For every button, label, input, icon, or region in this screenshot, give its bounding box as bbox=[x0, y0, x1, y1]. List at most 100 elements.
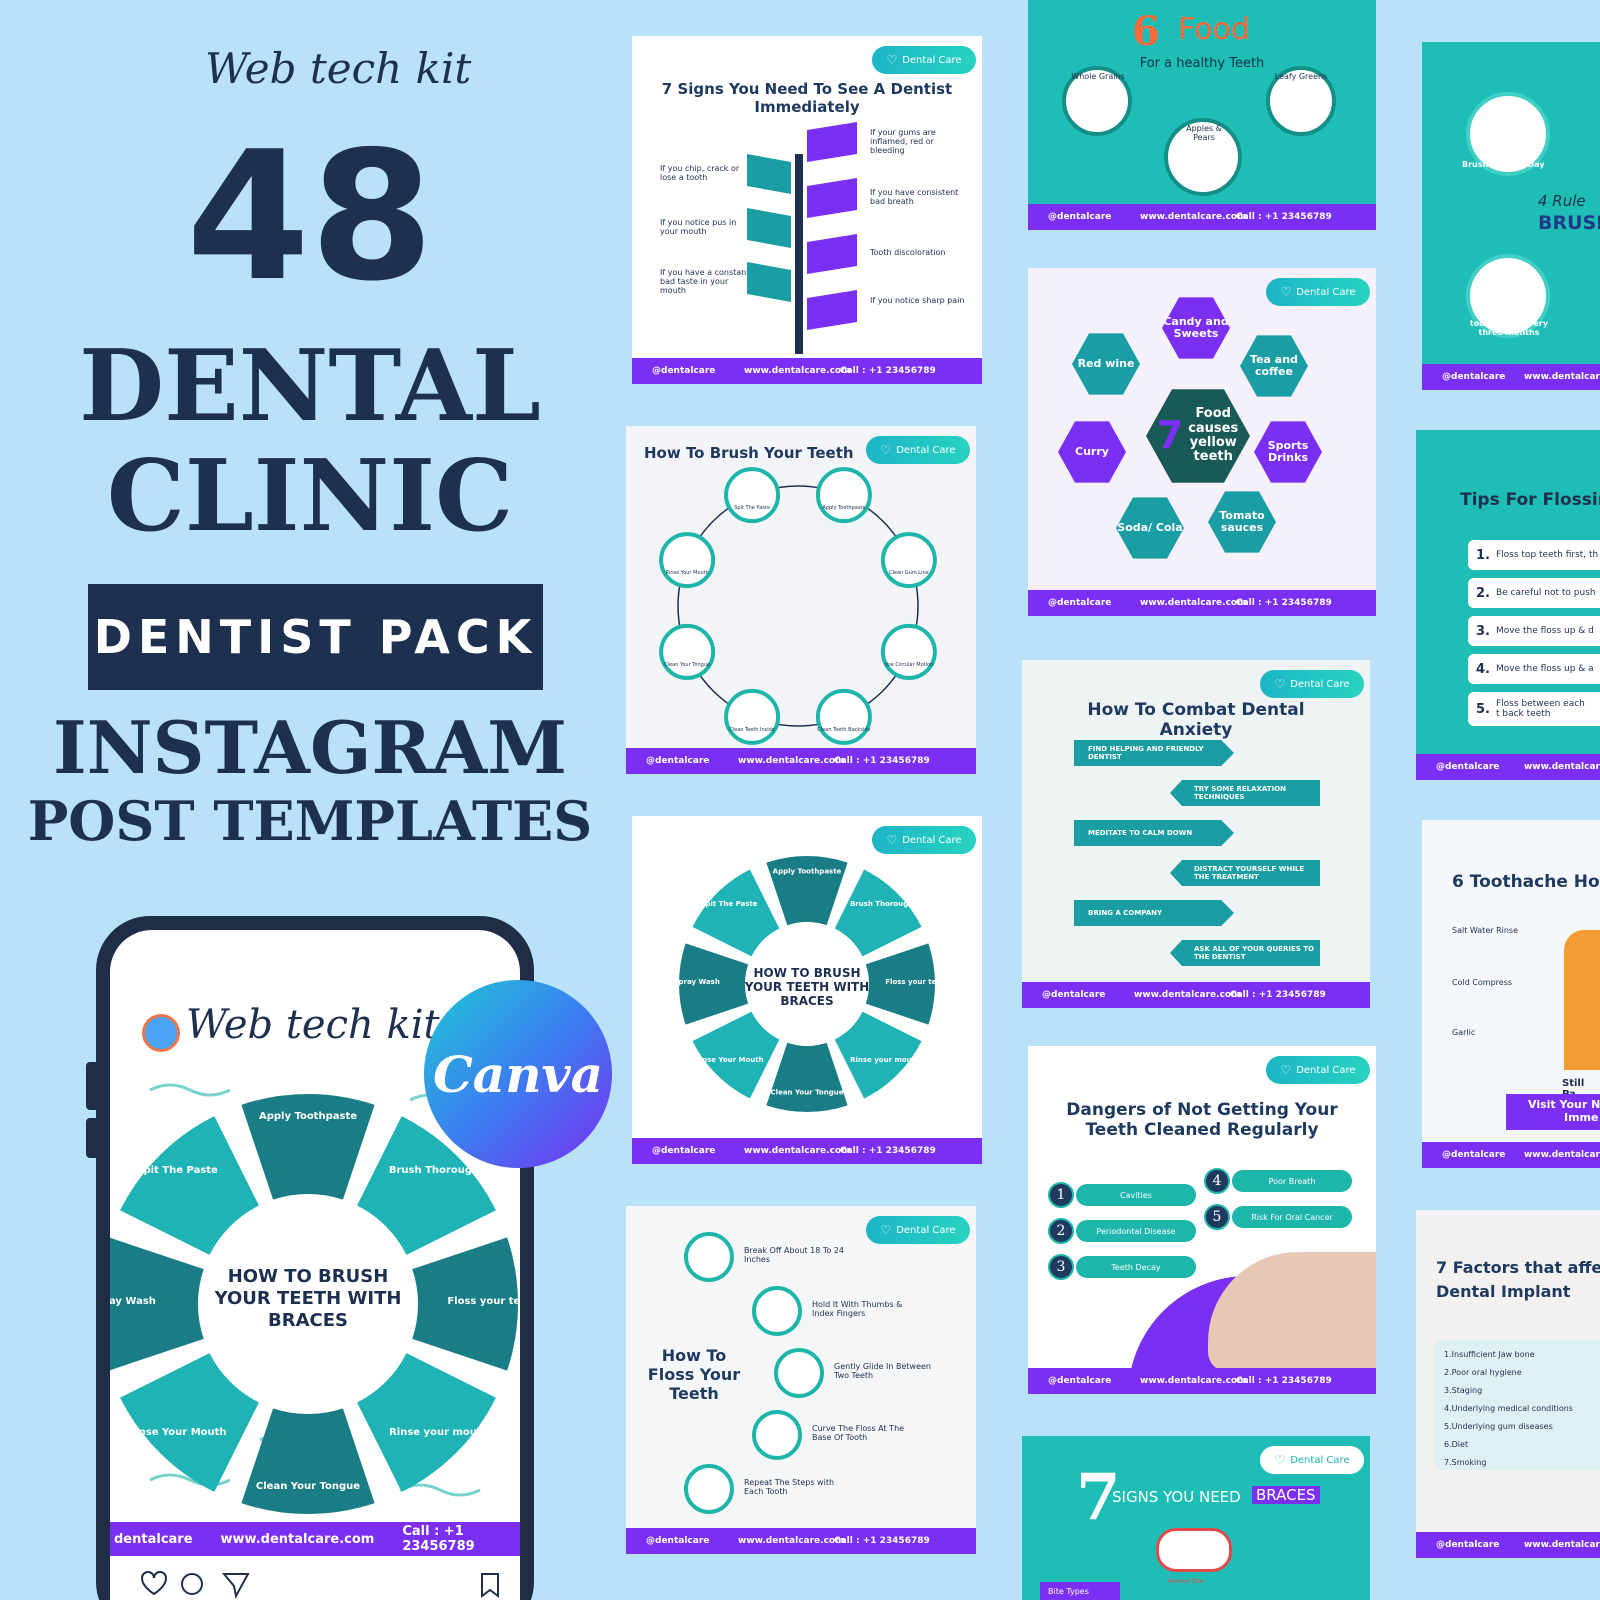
card-tips-flossing[interactable]: Tips For Flossin 1.Floss top teeth first… bbox=[1416, 430, 1600, 780]
brush-step-circle bbox=[659, 532, 716, 589]
heart-icon[interactable] bbox=[140, 1571, 168, 1596]
wheel-step-label: Clean Your Tongue bbox=[771, 1088, 844, 1096]
sign-item: Tooth discoloration bbox=[870, 248, 946, 257]
card-signs-braces[interactable]: ♡Dental Care 7 SIGNS YOU NEED BRACES Nor… bbox=[1022, 1436, 1370, 1600]
bite-types-label: Bite Types bbox=[1040, 1582, 1120, 1600]
food-circle bbox=[1164, 118, 1242, 196]
tip-item: 2.Be careful not to push bbox=[1468, 578, 1600, 608]
sign-item: If you notice pus in your mouth bbox=[660, 218, 737, 236]
wheel-segment bbox=[834, 869, 922, 957]
footer-handle: @dentalcare bbox=[646, 756, 710, 766]
card-title: How To Floss Your Teeth bbox=[647, 1346, 741, 1403]
food-title-number: 6 bbox=[1132, 8, 1160, 55]
badge-label: Dental Care bbox=[1296, 286, 1356, 298]
wheel-segment bbox=[834, 1011, 922, 1099]
card-6-food[interactable]: 6 Food For a healthy Teeth Whole Grains … bbox=[1028, 0, 1376, 230]
center-hex: 7 Food causes yellow teeth bbox=[1146, 389, 1250, 483]
food-item: Whole Grains bbox=[1071, 72, 1125, 81]
badge-label: Dental Care bbox=[896, 444, 956, 456]
wheel-segment bbox=[766, 856, 848, 926]
card-yellow-teeth[interactable]: ♡Dental Care 7 Food causes yellow teeth … bbox=[1028, 268, 1376, 616]
post-title-line: BRACES bbox=[268, 1310, 348, 1331]
bookmark-icon[interactable] bbox=[481, 1573, 499, 1598]
footer-site: www.dentalcare.com bbox=[1140, 598, 1247, 608]
danger-number: 5 bbox=[1204, 1204, 1230, 1230]
footer-call: Call : +1 23456789 bbox=[402, 1524, 475, 1554]
card-title: 7 Signs You Need To See A Dentist Immedi… bbox=[661, 80, 953, 116]
sign-icon-tile bbox=[747, 262, 791, 302]
footer-handle: @dentalcare bbox=[1436, 1540, 1500, 1550]
footer-handle: @dentalcare bbox=[652, 1146, 716, 1156]
card-dangers-cleaning[interactable]: ♡Dental Care Dangers of Not Getting Your… bbox=[1028, 1046, 1376, 1394]
danger-item: Poor Breath bbox=[1232, 1170, 1352, 1192]
danger-number: 3 bbox=[1048, 1254, 1074, 1280]
footer-site: www.dentalcare.com bbox=[1140, 1376, 1247, 1386]
card-7-signs-dentist[interactable]: ♡Dental Care 7 Signs You Need To See A D… bbox=[632, 36, 982, 384]
wheel-step-label: Brush Thoroughly bbox=[850, 900, 921, 908]
wheel-step-label: Rinse Your Mouth bbox=[128, 1427, 227, 1438]
card-how-to-floss[interactable]: ♡Dental Care How To Floss Your Teeth Bre… bbox=[626, 1206, 976, 1554]
girl-illustration bbox=[1564, 930, 1600, 1070]
card-toothache[interactable]: 6 Toothache Ho Salt Water Rinse Cold Com… bbox=[1422, 820, 1600, 1168]
footer-handle: @dentalcare bbox=[1048, 598, 1112, 608]
footer-handle: @dentalcare bbox=[1048, 1376, 1112, 1386]
tip-item: 4.Move the floss up & a bbox=[1468, 654, 1600, 684]
wheel-step-label: Spray Wash bbox=[110, 1296, 156, 1307]
tooth-icon: ♡ bbox=[880, 443, 892, 457]
profile-avatar[interactable] bbox=[142, 1014, 180, 1052]
card-implant-factors[interactable]: 7 Factors that affe of Dental Implant 1.… bbox=[1416, 1210, 1600, 1558]
profile-name[interactable]: Web tech kit bbox=[186, 1002, 440, 1048]
brush-step-circle bbox=[880, 532, 937, 589]
footer-call: Call : +1 23456789 bbox=[1236, 598, 1332, 608]
wheel-step-label: Spit The Paste bbox=[136, 1165, 218, 1176]
factor-item: 3.Staging bbox=[1444, 1386, 1483, 1395]
rule-item: Brush Twice A Day bbox=[1462, 160, 1545, 169]
footer-site: www.dentalcare.com bbox=[738, 1536, 845, 1546]
tooth-icon: ♡ bbox=[1280, 285, 1292, 299]
post-title-line: HOW TO BRUSH bbox=[228, 1266, 389, 1287]
factor-item: 1.Insufficient Jaw bone bbox=[1444, 1350, 1535, 1359]
phone-volume-button bbox=[86, 1062, 96, 1110]
wheel-step-label: Rinse your mouth bbox=[389, 1427, 489, 1438]
card-how-to-brush[interactable]: ♡Dental Care How To Brush Your Teeth App… bbox=[626, 426, 976, 774]
wheel-segment bbox=[679, 943, 749, 1025]
badge-label: Dental Care bbox=[1290, 678, 1350, 690]
floss-step: Hold It With Thumbs & Index Fingers bbox=[812, 1300, 903, 1318]
brush-step-circle bbox=[724, 467, 781, 524]
dental-care-badge: ♡Dental Care bbox=[872, 826, 976, 854]
anxiety-item: BRING A COMPANY bbox=[1074, 900, 1234, 926]
tooth-icon: ♡ bbox=[1280, 1063, 1292, 1077]
wheel-segment bbox=[241, 1408, 375, 1514]
wheel-segment bbox=[120, 1353, 259, 1492]
footer-call: Call : +1 23456789 bbox=[834, 1536, 930, 1546]
wheel-step-label: Floss your teeth bbox=[447, 1296, 520, 1307]
danger-item: Teeth Decay bbox=[1076, 1256, 1196, 1278]
sign-icon-tile bbox=[807, 122, 857, 162]
factor-list: 1.Insufficient Jaw bone 2.Poor oral hygi… bbox=[1434, 1340, 1600, 1470]
danger-item: Periodontal Disease bbox=[1076, 1220, 1196, 1242]
brush-step-label: Clean Teeth Backside bbox=[817, 727, 870, 733]
headline-dental: DENTAL bbox=[79, 329, 541, 444]
tooth-icon: ♡ bbox=[886, 833, 898, 847]
food-hex: Sports Drinks bbox=[1254, 421, 1322, 483]
wheel-segment bbox=[865, 943, 935, 1025]
card-4-rules-brush[interactable]: Brush Twice A Day 4 Rule BRUSH Replace y… bbox=[1422, 42, 1600, 390]
food-hex: Red wine bbox=[1072, 333, 1140, 395]
comment-icon[interactable] bbox=[181, 1573, 203, 1595]
share-icon[interactable] bbox=[221, 1573, 250, 1599]
card-dental-anxiety[interactable]: ♡Dental Care How To Combat Dental Anxiet… bbox=[1022, 660, 1370, 1008]
danger-item: Risk For Oral Cancer bbox=[1232, 1206, 1352, 1228]
